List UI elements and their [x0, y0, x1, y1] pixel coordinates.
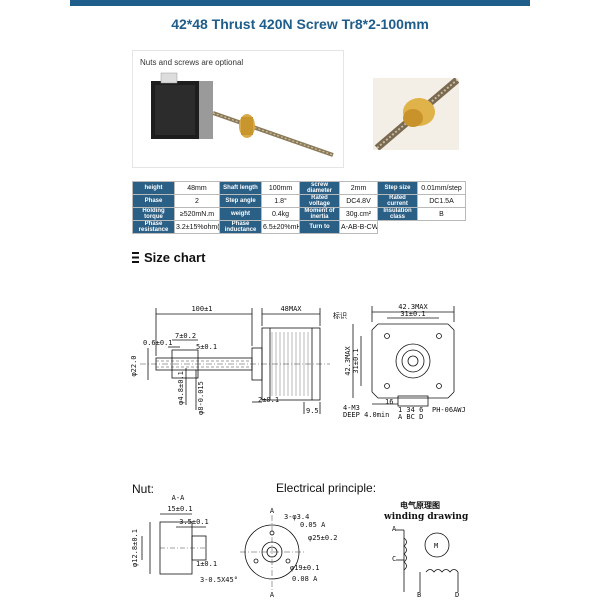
spec-label: Phase resistance	[132, 220, 175, 234]
dim-100: 100±1	[191, 305, 212, 313]
nut-dim-19: φ19±0.1	[290, 564, 320, 572]
dim-2: 2±0.1	[258, 396, 279, 404]
nut-a-top: A	[270, 507, 275, 515]
spec-label: Phase inductance	[219, 220, 262, 234]
spec-label: Step angle	[219, 194, 262, 208]
size-chart-heading: Size chart	[132, 250, 205, 265]
dim-311v: 31±0.1	[352, 348, 360, 373]
nut-dim-128: φ12.8±0.1	[131, 529, 139, 567]
note-m3: 4-M3	[343, 404, 360, 412]
nut-dim-35: 3.5±0.1	[179, 518, 209, 526]
connector-label: PH-06AWJ	[432, 406, 466, 414]
nut-section	[141, 513, 207, 575]
size-chart-label: Size chart	[144, 250, 206, 265]
dim-08: φ8-0.015	[197, 381, 205, 415]
spec-value: 6.5±20%mH(1kHz)	[261, 220, 300, 234]
dim-06: 0.6±0.1	[143, 339, 173, 347]
motor-photo	[132, 50, 344, 168]
nut-dim-008: 0.08 A	[292, 575, 318, 583]
winding-b: B	[417, 591, 421, 599]
spec-label: weight	[219, 207, 262, 221]
winding-schematic	[396, 529, 459, 592]
winding-m: M	[434, 542, 438, 550]
front-view	[352, 306, 455, 407]
nut-dim-005: 0.05 A	[300, 521, 326, 529]
spec-label: height	[132, 181, 175, 195]
winding-title-en: winding drawing	[384, 512, 469, 522]
page-title: 42*48 Thrust 420N Screw Tr8*2-100mm	[171, 16, 429, 32]
dim-311: 31±0.1	[400, 310, 425, 318]
top-accent-bar	[70, 0, 530, 6]
pin-numbers: 1 34 6	[398, 406, 423, 414]
spec-label: Shaft length	[219, 181, 262, 195]
dim-5: 5±0.1	[196, 343, 217, 351]
electrical-heading: Electrical principle:	[276, 481, 377, 495]
dim-95: 9.5	[306, 407, 319, 415]
dim-423v: 42.3MAX	[344, 345, 352, 375]
spec-value: B	[417, 207, 466, 221]
nut-dim-15: 15±0.1	[167, 505, 192, 513]
dim-423: 42.3MAX	[398, 303, 428, 311]
nut-aa: A-A	[172, 494, 185, 502]
nut-photo	[373, 77, 460, 151]
spec-label: Step size	[377, 181, 418, 195]
spec-value: 3.2±15%ohm(20℃)	[174, 220, 220, 234]
nut-dim-34: 3-φ3.4	[284, 513, 309, 521]
nut-front	[240, 515, 304, 590]
photo-note: Nuts and screws are optional	[140, 58, 244, 67]
menu-bars-icon	[132, 252, 139, 263]
nut-illustration	[374, 77, 460, 151]
side-view	[140, 308, 330, 414]
spec-label: Turn to	[299, 220, 340, 234]
spec-value: A-AB-B-CW	[339, 220, 378, 234]
nut-heading: Nut:	[132, 482, 155, 496]
dim-48: 48MAX	[280, 305, 302, 313]
nut-dim-1: 1±0.1	[196, 560, 217, 568]
dim-48d: φ4.8±0.1	[177, 371, 185, 405]
dim-16: 16	[385, 398, 393, 406]
winding-a: A	[392, 525, 397, 533]
pin-letters: A BC D	[398, 413, 423, 421]
spec-label: Moment of inertia	[299, 207, 340, 221]
nut-a-bottom: A	[270, 591, 275, 599]
winding-title-cn: 电气原理图	[400, 500, 440, 510]
nut-dim-05: 3-0.5X45°	[200, 576, 238, 584]
motor-illustration	[151, 72, 334, 157]
note-m3-deep: DEEP 4.0min	[343, 411, 389, 419]
dim-7: 7±0.2	[175, 332, 196, 340]
label-biaoshi: 标识	[333, 311, 347, 320]
dim-22: φ22.0	[130, 355, 138, 376]
spec-label: Insulation class	[377, 207, 418, 221]
winding-c: C	[392, 555, 396, 563]
nut-dim-25: φ25±0.2	[308, 534, 338, 542]
spec-label: screw diameter	[299, 181, 340, 195]
winding-d: D	[455, 591, 459, 599]
